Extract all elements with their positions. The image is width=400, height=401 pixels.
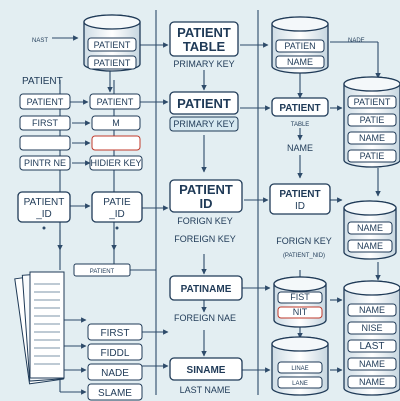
slame-box[interactable] (87, 383, 143, 401)
svg-text:_ID: _ID (108, 209, 125, 220)
empty-box-mid[interactable] (91, 135, 141, 151)
svg-text:PATIEN: PATIEN (284, 41, 315, 51)
patiname-box[interactable] (169, 275, 243, 301)
patient-label-left: PATIENT (22, 76, 63, 87)
patie-id-box[interactable] (91, 191, 143, 223)
patient-id-left[interactable] (17, 191, 71, 223)
mid-box[interactable] (91, 115, 141, 131)
svg-text:PATIE: PATIE (360, 151, 385, 161)
db-patient-top: PATIENT PATIENT (83, 14, 141, 72)
svg-text:PATIENT: PATIENT (27, 97, 64, 107)
document-stack (14, 271, 65, 385)
db-bottom: LINAE LANE (271, 336, 329, 396)
svg-text:FIRST: FIRST (101, 328, 130, 339)
nade-box[interactable] (87, 363, 143, 381)
patient-id-center[interactable]: PATIENT ID (169, 179, 243, 213)
first-box[interactable] (19, 115, 71, 131)
db-fist-nit: FIST NIT (273, 276, 327, 328)
svg-text:_ID: _ID (35, 209, 52, 220)
svg-text:LAST: LAST (359, 341, 384, 352)
tag-nast: NAST (32, 38, 48, 44)
doc-header-box (73, 263, 131, 277)
svg-text:LANE: LANE (292, 381, 308, 387)
svg-text:ID: ID (295, 201, 305, 212)
svg-text:TABLE: TABLE (183, 39, 226, 54)
db-stack-right-2: NAME NISE LAST NAME NAME (343, 280, 400, 396)
hidier-key-box[interactable] (89, 155, 143, 171)
patient-table-box[interactable]: PATIENT TABLE (169, 21, 239, 57)
first-box-2[interactable] (87, 323, 143, 341)
patient-table-right[interactable]: PATIENT TABLE (271, 97, 329, 128)
svg-text:NAME: NAME (357, 241, 383, 251)
svg-text:PATIENT: PATIENT (279, 189, 320, 200)
patient-primary-key-box[interactable]: PATIENT PRIMARY KEY (169, 91, 239, 132)
svg-text:PATIENT: PATIENT (177, 96, 231, 111)
svg-text:PATINAME: PATINAME (181, 284, 232, 295)
patient-id-right[interactable]: PATIENT ID (269, 183, 331, 215)
svg-text:PINTR NE: PINTR NE (24, 158, 66, 168)
patient-box-left[interactable] (19, 93, 71, 110)
siname-box[interactable] (169, 357, 243, 381)
svg-text:PATIENT: PATIENT (97, 97, 134, 107)
foreign-key-label-1: FORIGN KEY (177, 216, 233, 226)
db-patien-name: PATIEN NAME (271, 16, 329, 74)
pintr-ne-box[interactable] (19, 155, 71, 171)
svg-text:PATIENT: PATIENT (179, 182, 233, 197)
svg-text:SLAME: SLAME (98, 388, 132, 399)
svg-text:NISE: NISE (361, 323, 382, 333)
svg-text:PATIENT: PATIENT (94, 58, 131, 68)
svg-text:FIDDL: FIDDL (101, 348, 130, 359)
svg-text:NADE: NADE (101, 368, 129, 379)
svg-text:PATIE: PATIE (360, 115, 385, 125)
svg-text:NAME: NAME (359, 133, 385, 143)
svg-text:NAME: NAME (359, 377, 385, 387)
empty-box-left[interactable] (19, 135, 71, 151)
svg-text:NAME: NAME (359, 305, 385, 315)
svg-text:SINAME: SINAME (187, 365, 226, 376)
svg-text:HIDIER KEY: HIDIER KEY (90, 158, 141, 168)
foreign-key-label-3: FORIGN KEY (276, 236, 332, 246)
foreign-key-sub: (PATIENT_NID) (283, 253, 325, 259)
patient-box-mid[interactable] (89, 93, 141, 110)
svg-text:PATIENT: PATIENT (24, 197, 65, 208)
primary-key-label-1: PRIMARY KEY (173, 59, 234, 69)
svg-text:PATIENT: PATIENT (354, 97, 391, 107)
fiddl-box[interactable] (87, 343, 143, 361)
svg-text:NAME: NAME (287, 57, 313, 67)
db-stack-right-1: PATIENT PATIE NAME PATIE (343, 76, 400, 168)
svg-text:NIT: NIT (293, 307, 308, 317)
svg-text:FIST: FIST (290, 292, 310, 302)
svg-text:M: M (112, 118, 120, 128)
last-name-label: LAST NAME (180, 385, 231, 395)
name-label: NAME (287, 143, 313, 153)
foreign-nae-label: FOREIGN NAE (174, 313, 236, 323)
svg-text:FIRST: FIRST (32, 118, 59, 128)
svg-text:LINAE: LINAE (291, 366, 308, 372)
svg-text:PATIE: PATIE (103, 197, 131, 208)
db-name-mid: NAME NAME (343, 200, 397, 260)
svg-text:PATIENT: PATIENT (177, 25, 231, 40)
svg-text:PATIENT: PATIENT (94, 40, 131, 50)
tag-nade: NADE (348, 38, 365, 44)
svg-text:ID: ID (200, 196, 213, 211)
svg-text:PATIENT: PATIENT (279, 103, 320, 114)
foreign-key-label-2: FOREIGN KEY (174, 234, 236, 244)
svg-text:NAME: NAME (359, 359, 385, 369)
svg-text:NAME: NAME (357, 223, 383, 233)
svg-text:PRIMARY KEY: PRIMARY KEY (173, 119, 234, 129)
svg-text:TABLE: TABLE (291, 122, 310, 128)
doc-header: PATIENT (90, 269, 115, 275)
